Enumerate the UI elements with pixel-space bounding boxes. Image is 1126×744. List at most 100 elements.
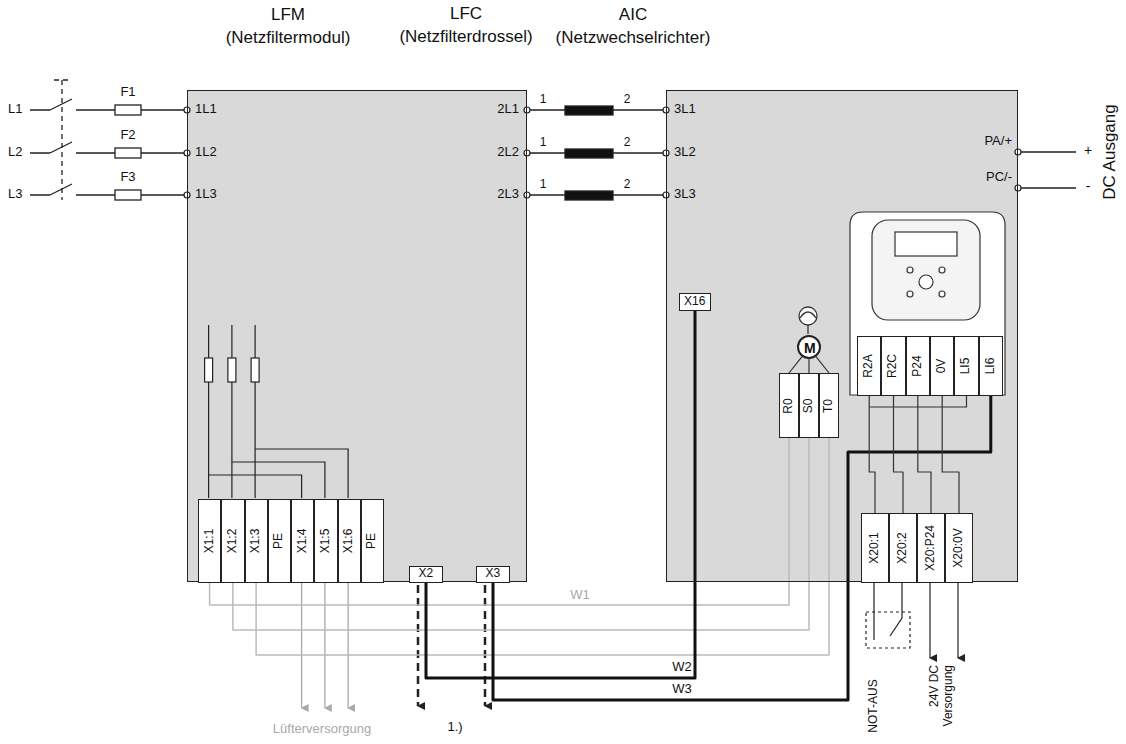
text-label: 2L1 <box>497 102 519 117</box>
wire-segment <box>426 311 695 678</box>
terminal-point <box>524 150 530 156</box>
fan-supply-arrow <box>302 582 349 708</box>
wire-segment <box>869 396 875 513</box>
terminal-label: X20:1 <box>868 532 881 563</box>
emergency-stop-and-supply <box>866 612 910 648</box>
terminal-cell: S0 <box>799 373 819 438</box>
text-label: 2 <box>624 178 631 192</box>
drive-keypad <box>919 275 933 289</box>
terminal-cell: X1:1 <box>198 499 221 583</box>
fan-symbol <box>799 307 817 334</box>
terminal-cell: X1:2 <box>221 499 244 583</box>
text-label: 2 <box>624 93 631 107</box>
terminal-label: X1:4 <box>296 529 309 554</box>
terminal-label: PE <box>273 533 286 549</box>
optional-connection-arrow <box>417 585 420 706</box>
wire-connector <box>869 396 966 513</box>
terminal-label: R2A <box>863 354 876 377</box>
text-label: 1L3 <box>195 187 217 202</box>
terminal-label: X20:0V <box>952 528 965 567</box>
text-label: L3 <box>8 187 22 202</box>
terminal-label: LI5 <box>960 358 973 375</box>
module-heading: AIC (Netzwechselrichter) <box>547 3 719 49</box>
mains-supply <box>54 80 70 200</box>
choke-wiring <box>565 106 613 115</box>
terminal-label: X20:2 <box>896 532 909 563</box>
internal-fuses <box>251 358 259 382</box>
wire-segment <box>493 396 991 700</box>
text-label: LFC (Netzfilterdrossel) <box>387 2 545 48</box>
terminal-label: X1:5 <box>319 529 332 554</box>
dc-output <box>1018 152 1076 188</box>
text-label: PA/+ <box>984 134 1012 149</box>
terminal-label: R2C <box>887 354 900 378</box>
emergency-stop-and-supply <box>866 582 958 658</box>
terminal-cell: P24 <box>906 336 930 396</box>
wire-segment <box>233 438 809 630</box>
wire-connector <box>789 357 829 373</box>
choke-wiring <box>527 110 666 195</box>
emergency-stop-and-supply <box>957 582 958 658</box>
terminal-label: X1:2 <box>226 529 239 554</box>
drive-keypad <box>872 220 980 320</box>
terminal-cell: X1:6 <box>338 499 361 583</box>
text-label: PC/- <box>986 170 1012 185</box>
box-label: X2 <box>418 567 433 581</box>
fan-supply-arrow <box>347 582 348 708</box>
drive-keypad <box>939 267 945 273</box>
dc-output <box>1018 152 1076 188</box>
text-label: 1.) <box>447 720 462 735</box>
terminal-label: X1:6 <box>343 529 356 554</box>
mains-supply <box>115 105 141 115</box>
terminal-cell: X20:1 <box>861 513 889 583</box>
connector-box: X16 <box>679 293 711 311</box>
terminal-cell: X1:5 <box>314 499 337 583</box>
inverter-box: AIC (Netzwechselrichter)X16MR0S0T0R2AR2C… <box>666 90 1018 582</box>
text-label: F1 <box>120 85 135 100</box>
terminal-label: S0 <box>802 398 815 413</box>
terminal-cell: PE <box>268 499 291 583</box>
terminal-label: 0V <box>936 359 949 374</box>
terminal-point <box>1015 149 1021 155</box>
terminal-cell: 0V <box>930 336 954 396</box>
terminal-point <box>524 107 530 113</box>
text-label: 3L2 <box>674 145 696 160</box>
mains-supply <box>30 142 187 153</box>
text-label: - <box>1086 178 1091 194</box>
text-label: 1 <box>540 178 547 192</box>
internal-fuses <box>209 449 349 498</box>
wire-segment <box>210 438 789 605</box>
drive-keypad <box>939 291 945 297</box>
text-label: Lüfterversorgung <box>273 722 371 737</box>
terminal-strip: R0S0 T0 <box>779 373 839 438</box>
wire-segment <box>942 396 959 513</box>
text-label: 1L2 <box>195 145 217 160</box>
terminal-cell: LI6 <box>979 336 1003 396</box>
box-label: M <box>804 340 816 356</box>
text-label: 2 <box>624 136 631 150</box>
terminal-label: T0 <box>822 398 835 412</box>
connector-box: X2 <box>409 566 443 583</box>
control-terminals: R2A R2C P24 0V LI5 LI6 <box>857 336 1003 396</box>
optional-connection-arrow <box>484 585 487 706</box>
text-label: F3 <box>120 170 135 185</box>
terminal-cell: X1:4 <box>291 499 314 583</box>
choke-wiring <box>565 191 613 200</box>
wire-label: W2 <box>672 660 692 675</box>
wire-connector <box>210 438 829 655</box>
mains-supply <box>30 99 187 110</box>
drive-keypad <box>907 267 913 273</box>
drive-keypad <box>850 212 1005 395</box>
terminal-cell: R2A <box>857 336 881 396</box>
wire-segment <box>816 357 829 373</box>
filter-module-box: LFM (Netzfiltermodul)X1:1X1:2X1:3PEX1:4X… <box>187 90 527 582</box>
terminal-cell: R0 <box>779 373 799 438</box>
text-label: L2 <box>8 145 22 160</box>
drive-keypad <box>850 212 1005 395</box>
text-label: DC Ausgang <box>1100 104 1120 199</box>
module-fill <box>187 90 527 582</box>
text-label: F2 <box>120 128 135 143</box>
wire-segment <box>789 357 802 373</box>
text-label: 1 <box>540 93 547 107</box>
internal-fuses <box>209 325 256 498</box>
